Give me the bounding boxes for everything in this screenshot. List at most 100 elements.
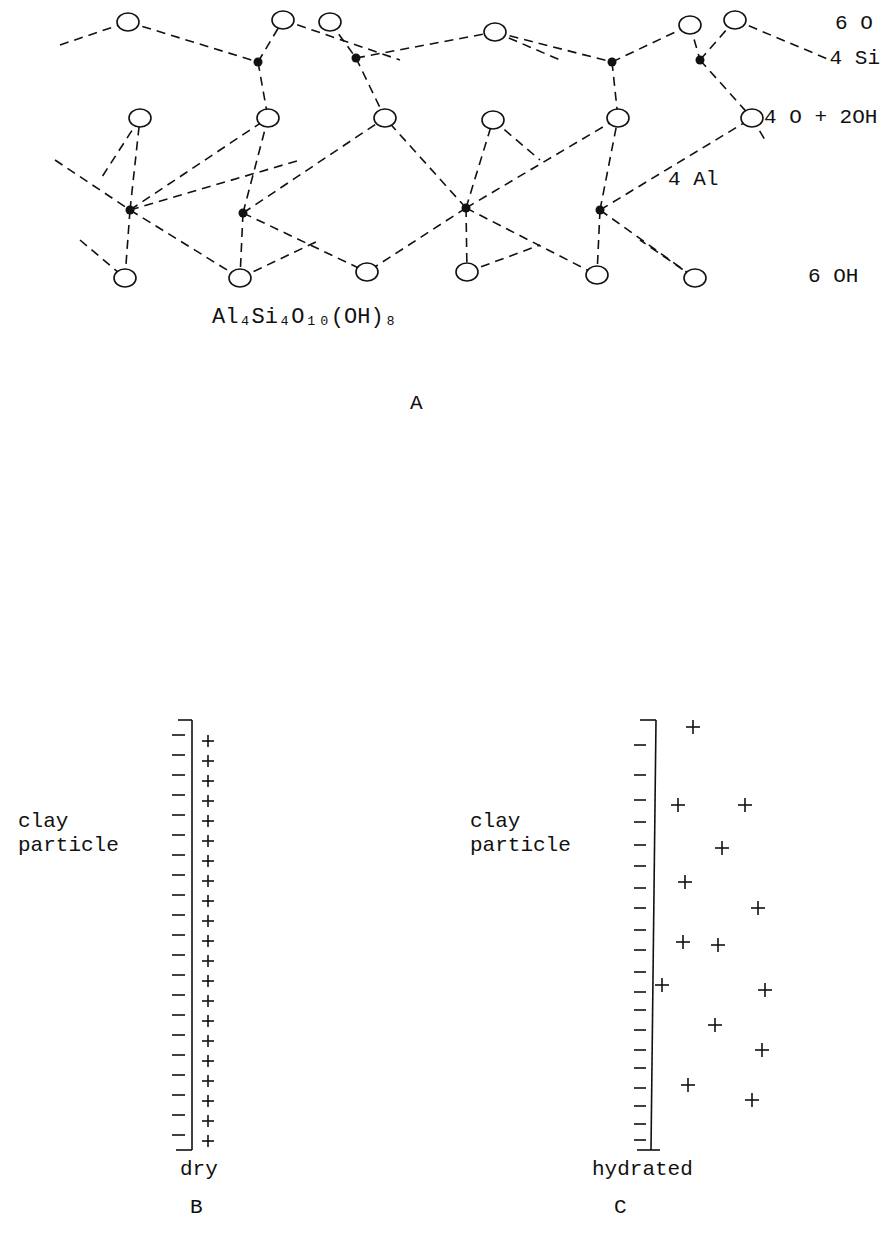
positive-charge <box>207 1115 209 1127</box>
positive-charge <box>744 798 746 812</box>
bond-line <box>612 25 690 62</box>
oxygen-atom <box>114 269 136 287</box>
negative-charge <box>172 894 185 896</box>
positive-charge <box>207 755 209 767</box>
negative-charge <box>172 1054 185 1056</box>
oxygen-atom <box>586 266 608 284</box>
panel-letter: B <box>190 1196 203 1220</box>
negative-charge <box>634 1067 646 1069</box>
part-label: clay particle <box>18 810 138 858</box>
negative-charge <box>172 994 185 996</box>
bond-line <box>130 210 240 278</box>
oxygen-atom <box>484 23 506 41</box>
layer-label: 4 Al <box>668 168 718 192</box>
positive-charge <box>207 875 209 887</box>
oxygen-atom <box>117 13 139 31</box>
oxygen-atom <box>679 16 701 34</box>
negative-charge <box>172 814 185 816</box>
clay-surface <box>651 720 656 1150</box>
clay-surface <box>176 1149 192 1151</box>
bond-line <box>600 118 752 210</box>
positive-charge <box>207 855 209 867</box>
bond-line <box>495 32 612 62</box>
positive-charge <box>677 798 679 812</box>
positive-charge <box>684 875 686 889</box>
bond-line <box>700 60 752 118</box>
negative-charge <box>172 974 185 976</box>
cation-dot <box>462 204 471 213</box>
part-label: clay particle <box>470 810 590 858</box>
negative-charge <box>634 929 646 931</box>
bond-line <box>367 208 466 272</box>
cation-dot <box>239 209 248 218</box>
negative-charge <box>634 1029 646 1031</box>
cation-dot <box>126 206 135 215</box>
negative-charge <box>172 1034 185 1036</box>
positive-charge <box>207 1095 209 1107</box>
bond-line <box>130 160 300 210</box>
cation-dot <box>696 56 705 65</box>
bond-line <box>240 240 320 278</box>
negative-charge <box>634 774 646 776</box>
positive-charge <box>761 1043 763 1057</box>
oxygen-atom <box>374 109 396 127</box>
oxygen-atom <box>229 269 251 287</box>
negative-charge <box>634 844 646 846</box>
positive-charge <box>207 975 209 987</box>
positive-charge <box>751 1093 753 1107</box>
oxygen-atom <box>356 263 378 281</box>
negative-charge <box>172 854 185 856</box>
layer-label: 6 OH <box>808 265 858 289</box>
positive-charge <box>207 735 209 747</box>
negative-charge <box>172 794 185 796</box>
positive-charge <box>764 983 766 997</box>
clay-surface <box>640 719 656 721</box>
positive-charge <box>207 1135 209 1147</box>
bond-line <box>466 118 618 208</box>
bond-line <box>100 118 140 180</box>
negative-charge <box>634 887 646 889</box>
negative-charge <box>172 1014 185 1016</box>
positive-charge <box>692 720 694 734</box>
bond-line <box>600 118 618 210</box>
oxygen-atom <box>257 109 279 127</box>
negative-charge <box>172 954 185 956</box>
cation-dot <box>254 58 263 67</box>
positive-charge <box>682 935 684 949</box>
positive-charge <box>717 938 719 952</box>
positive-charge <box>207 795 209 807</box>
bond-line <box>128 22 258 62</box>
oxygen-atom <box>724 11 746 29</box>
negative-charge <box>634 949 646 951</box>
bond-line <box>600 210 695 278</box>
positive-charge <box>207 835 209 847</box>
layer-label: 4 O + 2OH <box>764 106 877 130</box>
cation-dot <box>596 206 605 215</box>
layer-label: 6 O <box>835 12 873 36</box>
positive-charge <box>207 955 209 967</box>
positive-charge <box>687 1078 689 1092</box>
negative-charge <box>634 744 646 746</box>
cation-dot <box>352 54 361 63</box>
layer-label: 4 Si <box>830 47 880 71</box>
negative-charge <box>172 874 185 876</box>
panel-letter: A <box>410 392 423 416</box>
oxygen-atom <box>741 109 763 127</box>
negative-charge <box>634 1009 646 1011</box>
panel-letter: C <box>614 1196 627 1220</box>
positive-charge <box>207 995 209 1007</box>
negative-charge <box>634 1049 646 1051</box>
state-label: hydrated <box>592 1158 693 1182</box>
oxygen-atom <box>607 109 629 127</box>
positive-charge <box>207 1015 209 1027</box>
negative-charge <box>172 734 185 736</box>
clay-surface <box>178 719 192 721</box>
bond-line <box>466 208 597 275</box>
positive-charge <box>207 895 209 907</box>
negative-charge <box>172 754 185 756</box>
oxygen-atom <box>482 111 504 129</box>
bond-line <box>243 118 385 213</box>
negative-charge <box>634 865 646 867</box>
negative-charge <box>172 1094 185 1096</box>
oxygen-atom <box>272 11 294 29</box>
